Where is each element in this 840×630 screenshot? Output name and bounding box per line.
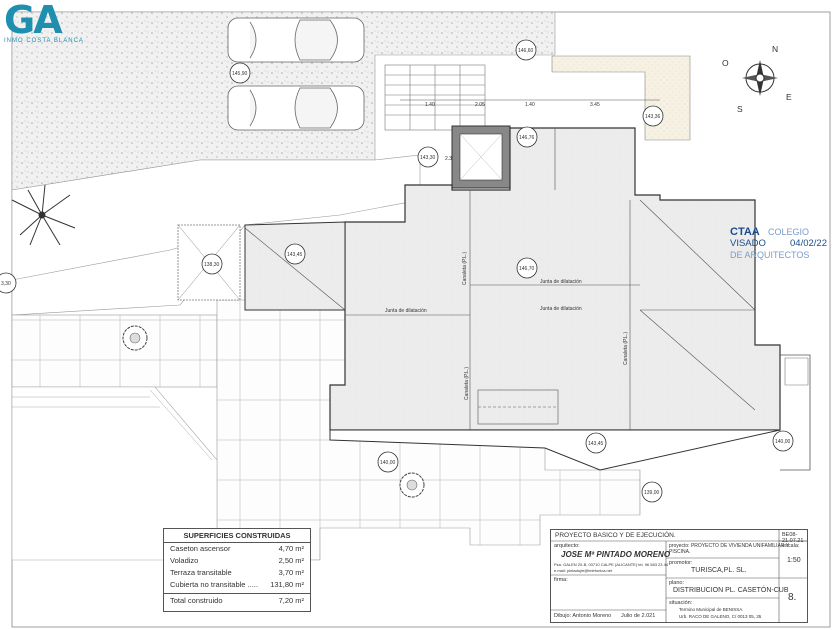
dim-5: 2.30	[445, 156, 455, 162]
svg-text:146,76: 146,76	[519, 135, 535, 141]
firma-label: firma:	[554, 577, 568, 583]
logo-subtitle: INMO COSTA BLANCA	[4, 38, 84, 44]
stairs	[384, 64, 486, 131]
level-marker: 146,76	[516, 126, 538, 148]
note-junta-1: Junta de dilatación	[540, 306, 582, 312]
svg-text:N: N	[772, 44, 778, 54]
level-marker: 3,30	[0, 272, 17, 294]
terrace-tiles	[11, 314, 218, 388]
svg-text:143,45: 143,45	[588, 441, 604, 447]
svg-text:143,36: 143,36	[645, 114, 661, 120]
proj-desc: proyecto: PROYECTO DE VIVIENDA UNIFAMILI…	[669, 543, 790, 555]
sit-label: situación:	[669, 600, 693, 606]
stamp-date: 04/02/22	[790, 238, 827, 249]
level-marker: 143,30	[417, 146, 439, 168]
level-marker: 145,90	[229, 62, 251, 84]
visado-stamp: CTAA COLEGIO VISADO 04/02/22 DE ARQUITEC…	[728, 226, 832, 270]
project-title: PROYECTO BASICO Y DE EJECUCIÓN.	[555, 532, 676, 539]
svg-text:143,45: 143,45	[287, 252, 303, 258]
fecha: Julio de 2.021	[621, 613, 656, 619]
project-code: BE08-21.07.21	[782, 532, 804, 544]
title-block: PROYECTO BASICO Y DE EJECUCIÓN. BE08-21.…	[550, 529, 808, 623]
roof-bottom-edge	[329, 429, 781, 471]
svg-text:140,00: 140,00	[775, 439, 791, 445]
arq-mail: e.mail: pintadojm@telefonica.net	[554, 568, 613, 573]
dim-3: 1.40	[525, 102, 535, 108]
sit1: Termino Municipal de BENISSA.	[679, 607, 744, 612]
svg-text:138,30: 138,30	[204, 262, 220, 268]
surfaces-table: SUPERFICIES CONSTRUIDAS Caseton ascensor…	[163, 528, 311, 612]
sheet-number: 8.	[788, 592, 797, 603]
escala-label: escala:	[782, 543, 800, 549]
promo-label: promotor:	[669, 560, 693, 566]
title-block-grid	[551, 530, 807, 622]
side-wall	[780, 354, 811, 471]
level-marker: 146,70	[516, 257, 538, 279]
arq-address: Pza. GALEN 20-B, 03710 CALPE (ALICANTE) …	[554, 562, 669, 567]
dibujo: Dibujo: Antonio Moreno	[554, 613, 612, 619]
pool-edge	[11, 386, 218, 561]
compass-icon: N E S O	[722, 44, 792, 114]
shrub-2	[399, 472, 425, 498]
dim-4: 3.45	[590, 102, 600, 108]
level-marker: 140,00	[772, 430, 794, 452]
note-canal-1: Canaleta (P.L.)	[462, 252, 468, 285]
escala: 1:50	[787, 557, 801, 564]
left-wing	[244, 221, 346, 311]
svg-text:146,70: 146,70	[519, 266, 535, 272]
svg-text:146,60: 146,60	[518, 48, 534, 54]
note-junta-3: Junta de dilatación	[540, 279, 582, 285]
logo: GA INMO COSTA BLANCA	[4, 0, 104, 46]
note-canal-3: Canaleta (P.L.)	[464, 367, 470, 400]
dim-2: 2.05	[475, 102, 485, 108]
plano: DISTRIBUCION PL. CASETÓN-CUB	[673, 587, 789, 594]
stamp-sub: DE ARQUITECTOS	[730, 250, 810, 260]
stamp-org: CTAA	[730, 226, 760, 238]
shrub-1	[122, 325, 148, 351]
surface-row: Cubierta no transitable .....131,80 m²	[170, 580, 304, 589]
palm-plant	[11, 184, 76, 246]
level-marker: 143,45	[585, 432, 607, 454]
plano-label: plano:	[669, 580, 684, 586]
svg-text:S: S	[737, 104, 743, 114]
sit2: Urb. RACO DE GALENO, C/ 0013 05, 35	[679, 614, 762, 619]
level-marker: 140,00	[377, 451, 399, 473]
level-marker: 143,36	[642, 105, 664, 127]
svg-text:143,30: 143,30	[420, 155, 436, 161]
level-marker: 139,00	[641, 481, 663, 503]
promotor: TURISCA,PL. SL.	[691, 567, 747, 574]
stamp-visado: VISADO	[730, 238, 766, 249]
note-junta-2: Junta de dilatación	[385, 308, 427, 314]
svg-text:140,00: 140,00	[380, 460, 396, 466]
svg-text:139,00: 139,00	[644, 490, 660, 496]
car-2	[227, 85, 365, 131]
stamp-org2: COLEGIO	[768, 227, 810, 237]
arq-name: JOSE Mª PINTADO MORENO	[561, 550, 671, 559]
level-marker: 143,45	[284, 243, 306, 265]
car-1	[227, 17, 365, 63]
level-marker: 138,30	[201, 253, 223, 275]
dim-1: 1.40	[425, 102, 435, 108]
svg-text:O: O	[722, 58, 729, 68]
roof-lines	[345, 128, 756, 430]
note-canal-2: Canaleta (P.L.)	[623, 332, 629, 365]
arq-label: arquitecto:	[554, 543, 580, 549]
surfaces-title: SUPERFICIES CONSTRUIDAS	[164, 529, 310, 543]
svg-text:3,30: 3,30	[1, 281, 11, 287]
small-stair	[784, 357, 809, 386]
svg-text:E: E	[786, 92, 792, 102]
logo-mark: GA	[4, 0, 63, 42]
svg-text:145,90: 145,90	[232, 71, 248, 77]
level-marker: 146,60	[515, 39, 537, 61]
